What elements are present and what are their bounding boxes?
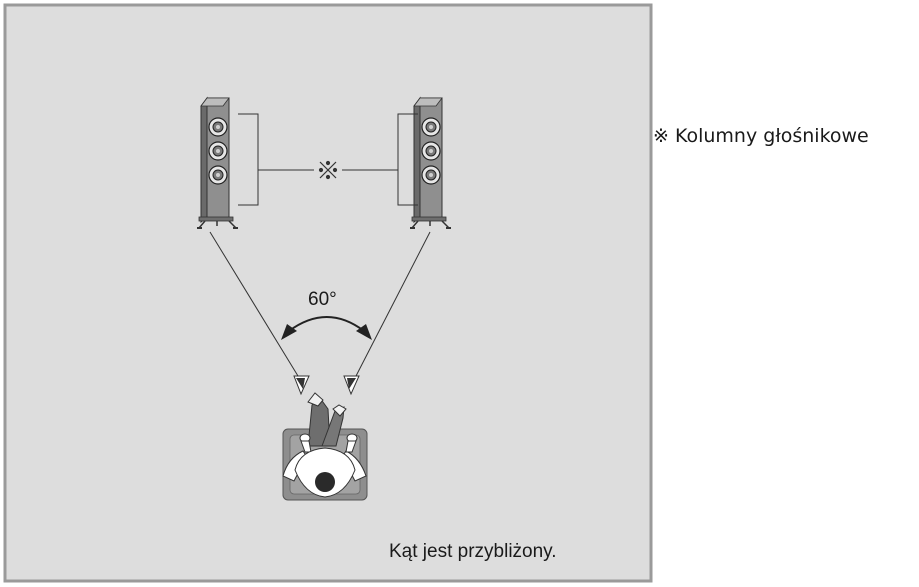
viewing-arrows	[293, 375, 360, 396]
speaker-legend: ※ Kolumny głośnikowe	[653, 125, 869, 147]
reference-mark-symbol: ※	[653, 125, 669, 147]
sight-lines	[209, 231, 431, 377]
legend-text: Kolumny głośnikowe	[674, 125, 869, 147]
reference-mark-icon	[318, 160, 338, 180]
angle-label: 60°	[308, 289, 337, 310]
angle-arc-icon	[281, 316, 372, 340]
listener-icon	[282, 392, 368, 501]
approximate-angle-note: Kąt jest przybliżony.	[389, 541, 557, 562]
speaker-width-bracket	[238, 113, 418, 206]
